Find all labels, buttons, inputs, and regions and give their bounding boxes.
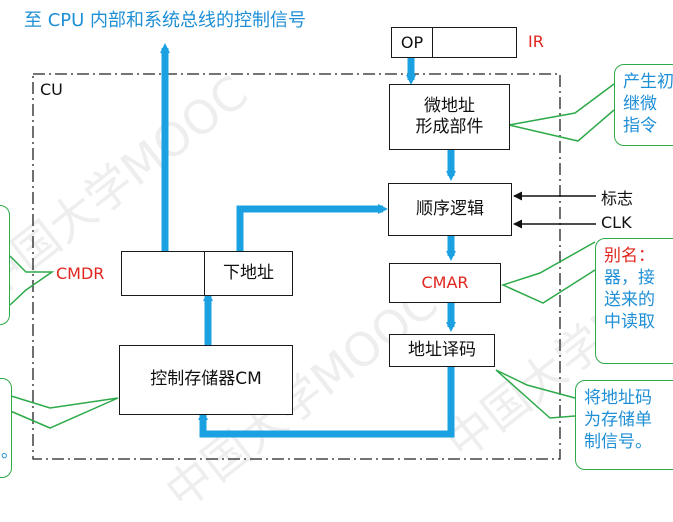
callout-micro-address: 产生初 继微 指令	[614, 64, 673, 146]
callout-line: 将地址码	[584, 388, 652, 408]
micro-address-generator-line2: 形成部件	[415, 117, 484, 137]
callout-decoder: 将地址码 为存储单 制信号。	[575, 380, 673, 470]
pointer-decoder	[495, 369, 576, 419]
flags-input-label: 标志	[601, 189, 634, 208]
ir-address-field	[432, 27, 517, 58]
callout-line: 产生初	[623, 72, 673, 92]
sequencer-logic: 顺序逻辑	[388, 183, 512, 236]
callout-line: 为存储单	[584, 410, 652, 431]
callout-line: 中读取	[604, 312, 655, 333]
pointer-cmdr	[9, 255, 55, 306]
connection-lines	[7, 43, 615, 460]
cmar-register: CMAR	[389, 263, 501, 303]
cu-boundary	[32, 73, 561, 460]
callout-line: 指令	[623, 116, 657, 137]
callout-line: 别名：	[604, 246, 655, 266]
callout-line: 制信号。	[584, 432, 652, 453]
control-store: 控制存储器CM	[119, 345, 293, 415]
bus-decoder-to-cm	[198, 367, 455, 438]
cu-label: CU	[40, 80, 63, 99]
callout-control-store: 。	[0, 378, 12, 478]
cmdr-label: CMDR	[56, 264, 105, 283]
callout-line: 送来的	[604, 290, 655, 311]
callout-fragment: 。	[1, 441, 11, 463]
callout-cmdr	[0, 205, 10, 325]
callout-cmar: 别名： 器，接 送来的 中读取	[595, 238, 673, 364]
micro-address-generator: 微地址 形成部件	[389, 84, 510, 150]
next-address-field: 下地址	[204, 251, 293, 296]
micro-address-generator-line1: 微地址	[424, 95, 475, 116]
callout-line: 器，接	[604, 268, 655, 289]
cmdr-control-field	[121, 251, 205, 296]
address-decoder: 地址译码	[389, 334, 495, 367]
cu-diagram: 中国大学MOOC 中国大学MOOC 中国大学MOOC	[0, 10, 673, 520]
ir-op-field: OP	[391, 27, 433, 58]
pointer-cmar	[500, 241, 596, 304]
top-caption: 至 CPU 内部和系统总线的控制信号	[24, 10, 307, 31]
clk-input-label: CLK	[601, 213, 632, 232]
callout-line: 继微	[623, 94, 657, 115]
pointer-microaddr	[508, 83, 615, 142]
ir-label: IR	[528, 32, 544, 51]
bus-nextaddr-to-seq	[236, 204, 388, 251]
pointer-cm	[7, 394, 119, 429]
